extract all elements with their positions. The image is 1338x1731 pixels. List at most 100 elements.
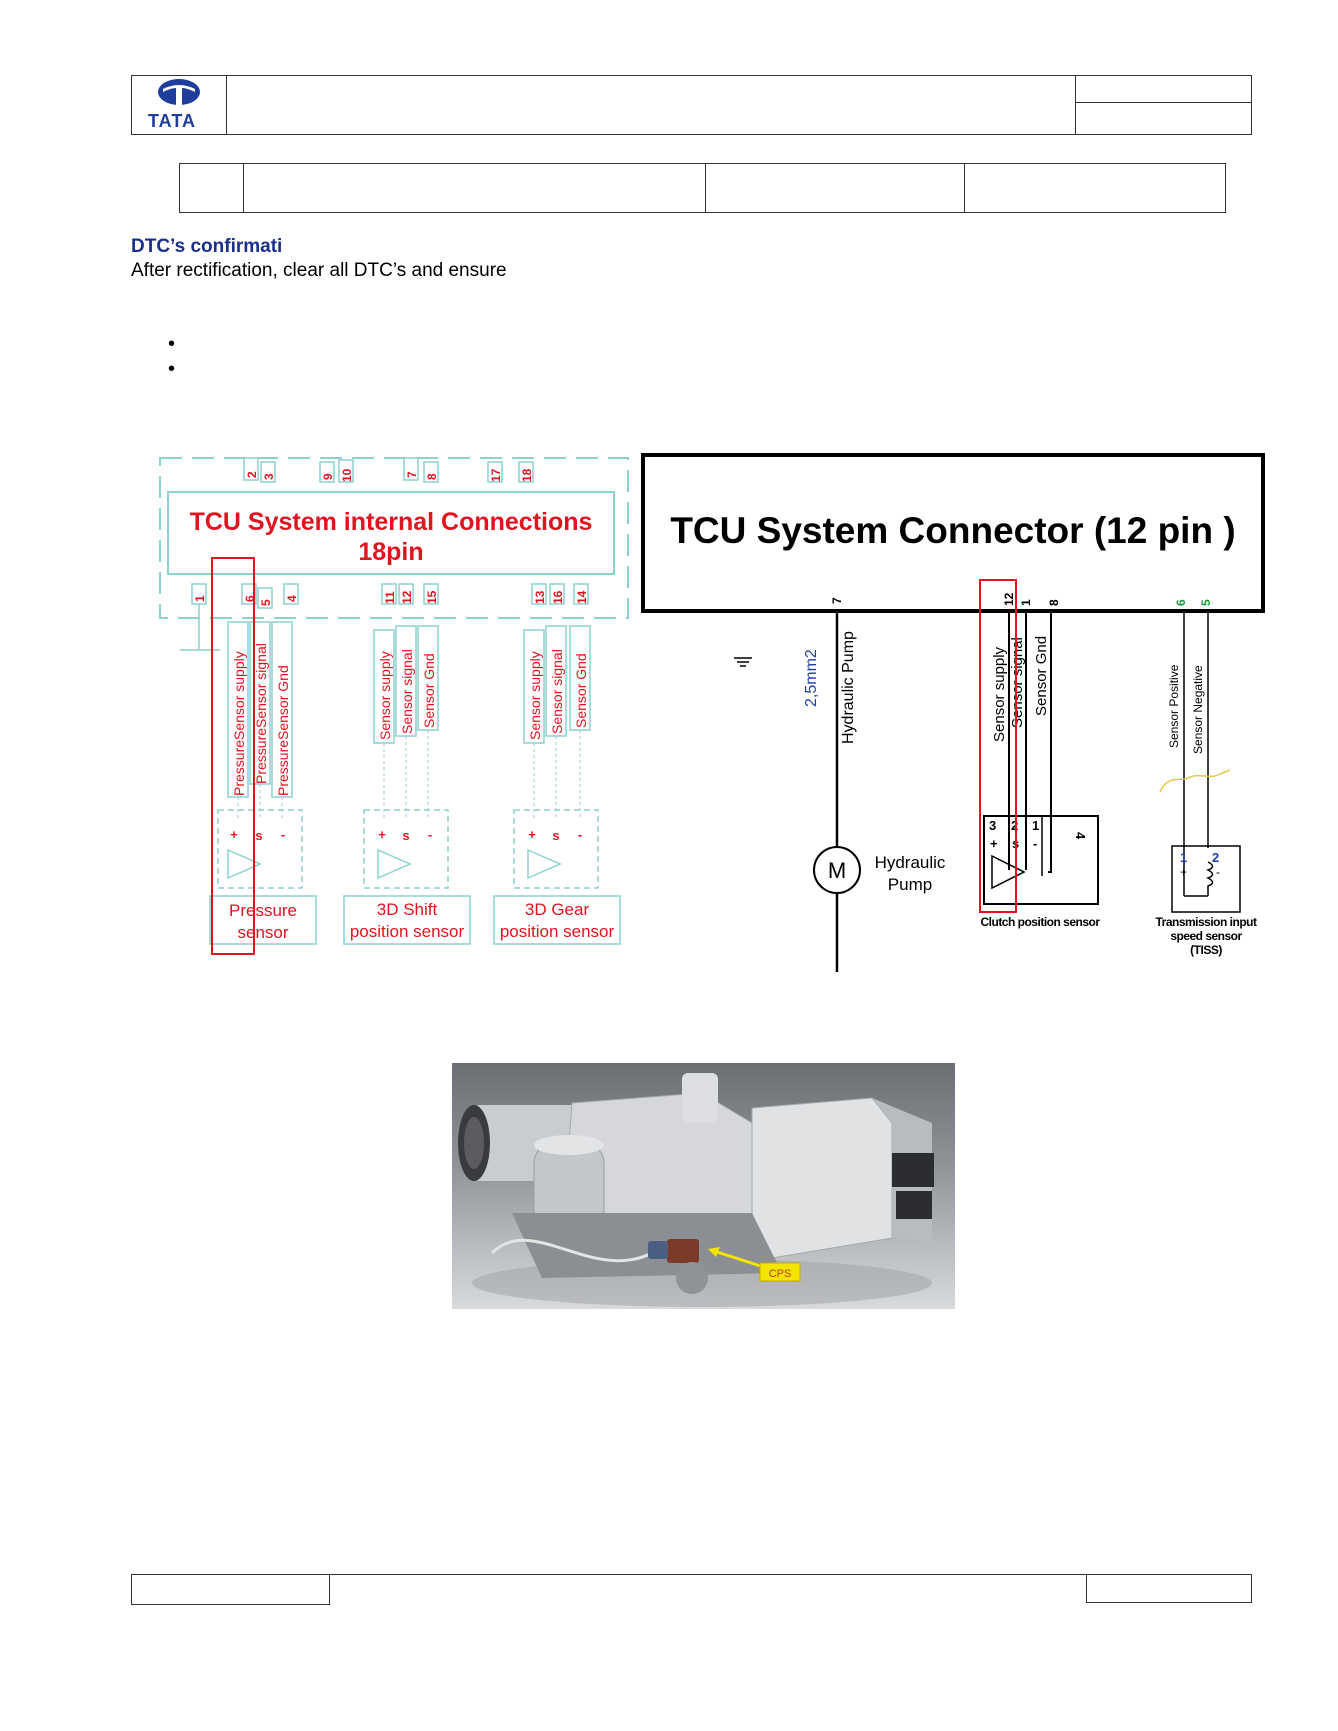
tata-logo-icon <box>158 79 200 105</box>
tiss-pin-1: 1 <box>1180 850 1187 865</box>
tiss-label-3: (TISS) <box>1190 943 1222 957</box>
top-pin-18: 18 <box>520 468 534 482</box>
connector-title: TCU System Connector (12 pin ) <box>670 510 1235 551</box>
top-pin-10: 10 <box>340 468 354 482</box>
gear-sensor-body <box>513 809 599 889</box>
top-pin-17: 17 <box>489 468 503 482</box>
clutch-signal-label: Sensor signal <box>1009 637 1026 728</box>
pressure-sensor-label-2: sensor <box>237 923 288 942</box>
pressure-term-s: s <box>255 828 262 843</box>
header-right-bottom <box>1076 103 1252 135</box>
actuator-illustration: CPS <box>458 1073 934 1307</box>
pin-6: 6 <box>1174 599 1188 606</box>
top-pin-7: 7 <box>405 471 419 478</box>
gear-sensor-triangle-icon <box>527 848 562 880</box>
tiss-negative-label: Sensor Negative <box>1191 665 1205 754</box>
bottom-pin-12: 12 <box>400 590 414 604</box>
tiss-label-1: Transmission input <box>1155 915 1257 929</box>
subheader-cell-4 <box>965 163 1226 213</box>
tiss-shield-icon <box>1159 769 1231 793</box>
gear-term-minus: - <box>578 827 582 842</box>
shift-gnd-label: Sensor Gnd <box>421 653 437 728</box>
pressure-circuit-highlight <box>211 557 255 955</box>
bottom-pin-5: 5 <box>259 599 273 606</box>
ground-icon <box>734 657 752 667</box>
pump-wire-label: Hydraulic Pump <box>840 631 857 744</box>
shift-sensor-body <box>363 809 449 889</box>
shift-term-s: s <box>402 828 409 843</box>
tiss-positive-label: Sensor Positive <box>1167 664 1181 748</box>
bottom-pin-4: 4 <box>285 595 299 602</box>
gear-supply-label: Sensor supply <box>527 651 543 740</box>
clutch-circuit-highlight <box>979 579 1017 913</box>
subheader-row <box>179 163 1226 213</box>
pressure-gnd-label: PressureSensor Gnd <box>275 665 291 796</box>
subheader-cell-1 <box>179 163 244 213</box>
footer-center <box>330 1574 1086 1605</box>
tiss-sensor-body <box>1171 845 1241 913</box>
pressure-sensor-label-box <box>209 895 317 945</box>
bullet-item-1: • <box>168 333 176 355</box>
gear-term-s: s <box>552 828 559 843</box>
clutch-pin-1: 1 <box>1032 818 1039 833</box>
shift-term-plus: + <box>378 827 386 842</box>
shift-sensor-label-box <box>343 895 471 945</box>
internal-title-box <box>167 491 615 575</box>
pressure-sensor-label-1: Pressure <box>229 901 297 920</box>
pin-7: 7 <box>830 597 844 604</box>
clutch-pin-2: 2 <box>1011 818 1018 833</box>
tiss-term-plus: + <box>1180 865 1187 879</box>
cps-callout: CPS <box>769 1268 792 1280</box>
subheader-cell-2 <box>244 163 706 213</box>
bottom-pin-1: 1 <box>193 595 207 602</box>
motor-letter: M <box>828 858 846 883</box>
cps-callout-box <box>759 1262 801 1282</box>
bottom-pins <box>191 583 589 609</box>
pin-1: 1 <box>1019 599 1033 606</box>
header-title <box>227 75 1076 135</box>
footer-right <box>1086 1574 1252 1603</box>
clutch-term-minus: - <box>1033 836 1037 851</box>
bottom-pin-16: 16 <box>551 590 565 604</box>
tiss-term-minus: - <box>1216 865 1220 879</box>
tcu-internal-connections-diagram: 2 3 9 10 7 8 17 18 TCU System internal C… <box>159 457 629 955</box>
shift-sensor-triangle-icon <box>377 848 412 880</box>
connector-title-box <box>641 453 1265 613</box>
pump-label-1: Hydraulic <box>875 853 946 872</box>
header-table <box>131 75 1252 135</box>
gear-signal-label: Sensor signal <box>549 649 565 734</box>
shift-sensor-label-1: 3D Shift <box>377 900 438 919</box>
ground-wire <box>180 604 220 651</box>
internal-title-line1: TCU System internal Connections <box>190 508 593 536</box>
internal-frame <box>159 457 629 619</box>
tcu-connector-12pin-diagram: TCU System Connector (12 pin ) 7 12 1 8 … <box>641 453 1265 972</box>
section-heading: DTC’s confirmati <box>131 236 283 257</box>
clutch-sensor-triangle-icon <box>991 854 1026 890</box>
clutch-wires <box>1008 612 1052 873</box>
logo-text: TATA <box>148 111 196 131</box>
clutch-term-plus: + <box>990 836 998 851</box>
shift-supply-label: Sensor supply <box>377 651 393 740</box>
top-pin-9: 9 <box>321 473 335 480</box>
gear-gnd-label: Sensor Gnd <box>573 653 589 728</box>
gear-sensor-label-2: position sensor <box>500 922 615 941</box>
gear-sensor-label-box <box>493 895 621 945</box>
subheader-cell-3 <box>706 163 965 213</box>
bottom-pin-14: 14 <box>575 590 589 604</box>
top-pin-3: 3 <box>262 473 276 480</box>
tiss-coil-icon <box>1206 861 1214 896</box>
internal-title-line2: 18pin <box>358 538 423 566</box>
shift-sensor-label-2: position sensor <box>350 922 465 941</box>
clutch-pin-4: 4 <box>1073 832 1088 840</box>
wire-leads <box>237 730 581 820</box>
top-pin-8: 8 <box>425 473 439 480</box>
bottom-pin-6: 6 <box>243 595 257 602</box>
clutch-supply-label: Sensor supply <box>991 646 1008 742</box>
top-pins <box>243 457 534 483</box>
shift-term-minus: - <box>428 827 432 842</box>
clutch-pin-3: 3 <box>989 818 996 833</box>
pressure-sensor-triangle-icon <box>227 848 262 880</box>
tiss-label-2: speed sensor <box>1170 929 1242 943</box>
bottom-pin-11: 11 <box>383 591 397 604</box>
pressure-sensor-body <box>217 809 303 889</box>
